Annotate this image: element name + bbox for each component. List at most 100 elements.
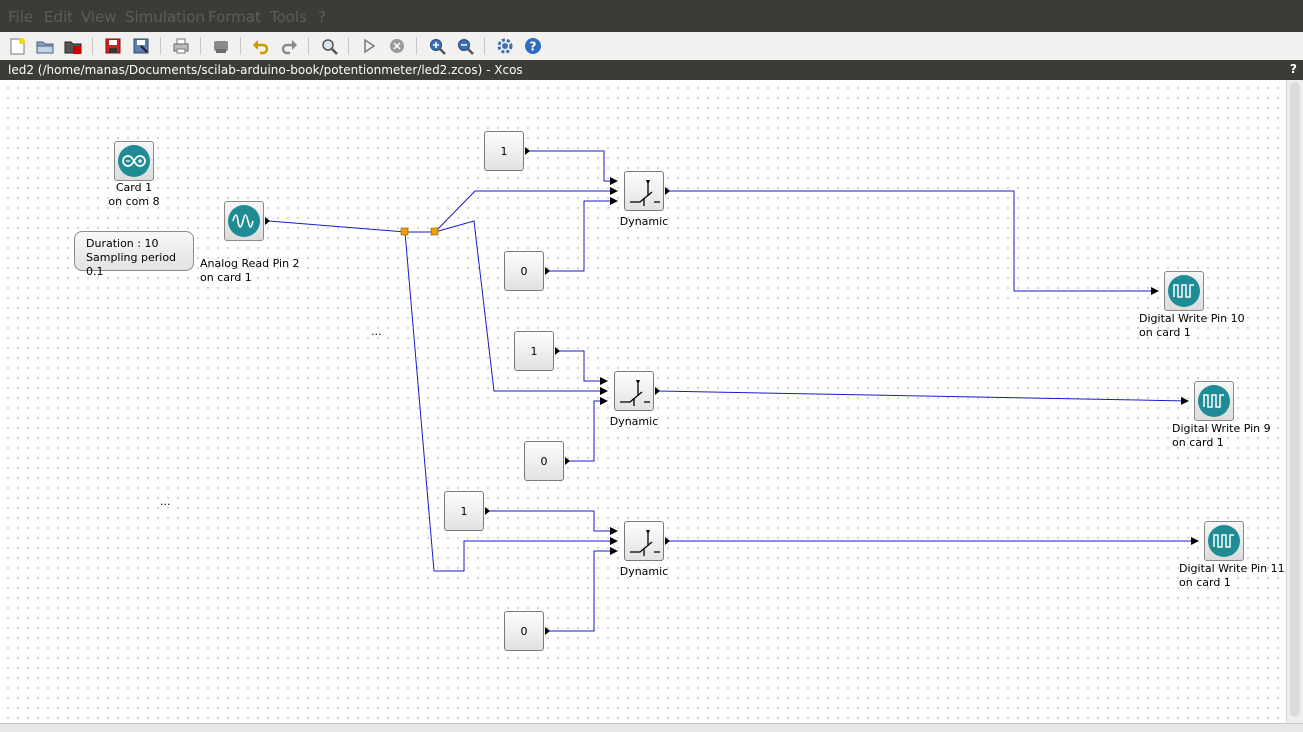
dw11-label-line2: on card 1	[1179, 576, 1231, 589]
port-const2-out	[545, 267, 550, 275]
save-as-icon[interactable]	[130, 35, 152, 57]
digital-write-label-pin9: Digital Write Pin 9 on card 1	[1172, 422, 1271, 450]
digital-write-label-pin11: Digital Write Pin 11 on card 1	[1179, 562, 1285, 590]
digital-write-label-pin10: Digital Write Pin 10 on card 1	[1139, 312, 1245, 340]
digital-write-block-pin11[interactable]	[1204, 521, 1244, 561]
constant-block[interactable]: 0	[524, 441, 564, 481]
toolbar: ?	[0, 32, 1303, 61]
link-switch2-out	[658, 390, 1189, 405]
menu-simulation[interactable]: Simulation	[125, 8, 205, 26]
constant-block[interactable]: 1	[514, 331, 554, 371]
analog-read-block[interactable]	[224, 201, 264, 241]
open-in-scilab-icon[interactable]	[62, 35, 84, 57]
dw9-label-line2: on card 1	[1172, 436, 1224, 449]
zoom-out-icon[interactable]	[454, 35, 476, 57]
toolbar-separator	[92, 37, 93, 55]
dw9-label-line1: Digital Write Pin 9	[1172, 422, 1271, 435]
split-point-2	[430, 227, 439, 236]
duration-text: Duration : 10	[86, 237, 159, 250]
toolbar-separator	[308, 37, 309, 55]
switch-icon	[630, 180, 660, 206]
stop-simulation-icon[interactable]	[386, 35, 408, 57]
switch-icon	[620, 380, 650, 406]
print-icon[interactable]	[170, 35, 192, 57]
toolbar-separator	[160, 37, 161, 55]
constant-block[interactable]: 0	[504, 251, 544, 291]
link-switch3-in1	[489, 510, 618, 535]
switch-label: Dynamic	[619, 215, 669, 228]
switch-icon	[630, 530, 660, 556]
switch-label: Dynamic	[619, 565, 669, 578]
ellipsis-label: ...	[371, 325, 382, 338]
menu-format[interactable]: Format	[208, 8, 261, 26]
analog-wave-icon	[228, 205, 260, 237]
window-title: led2 (/home/manas/Documents/scilab-ardui…	[8, 63, 523, 77]
diagram-canvas[interactable]: Card 1 on com 8 Duration : 10 Sampling p…	[0, 80, 1303, 723]
constant-block[interactable]: 1	[444, 491, 484, 531]
port-const6-out	[545, 627, 550, 635]
redo-icon[interactable]	[278, 35, 300, 57]
digital-pulse-icon	[1168, 275, 1200, 307]
port-const4-out	[565, 457, 570, 465]
zoom-in-icon[interactable]	[426, 35, 448, 57]
link-layer	[265, 147, 1199, 635]
vertical-scrollbar[interactable]	[1286, 80, 1303, 723]
port-analog-out	[265, 217, 270, 225]
analog-label-line1: Analog Read Pin 2	[200, 257, 300, 270]
card-label-line2: on com 8	[108, 195, 160, 208]
link-switch1-out	[669, 190, 1159, 295]
arduino-logo-icon	[118, 145, 150, 177]
save-icon[interactable]	[102, 35, 124, 57]
port-switch3-out	[665, 537, 670, 545]
link-switch2-in3	[569, 397, 608, 462]
dw10-label-line1: Digital Write Pin 10	[1139, 312, 1245, 325]
arduino-card-block[interactable]	[114, 141, 154, 181]
menu-help[interactable]: ?	[318, 8, 326, 26]
horizontal-scrollbar[interactable]	[0, 723, 1303, 732]
ellipsis-label: ...	[160, 495, 171, 508]
start-simulation-icon[interactable]	[358, 35, 380, 57]
window-title-bar: led2 (/home/manas/Documents/scilab-ardui…	[0, 60, 1303, 80]
constant-block[interactable]: 1	[484, 131, 524, 171]
port-switch2-out	[655, 387, 660, 395]
new-document-icon[interactable]	[6, 35, 28, 57]
port-switch1-out	[665, 187, 670, 195]
link-switch2-in2	[434, 220, 608, 395]
setup-icon[interactable]	[494, 35, 516, 57]
card-label-line1: Card 1	[115, 181, 153, 194]
constant-block[interactable]: 0	[504, 611, 544, 651]
menu-bar: File Edit View Simulation Format Tools ?	[0, 0, 1303, 32]
switch-block-2[interactable]	[614, 371, 654, 411]
help-icon[interactable]: ?	[522, 35, 544, 57]
undo-icon[interactable]	[250, 35, 272, 57]
switch-label: Dynamic	[609, 415, 659, 428]
menu-file[interactable]: File	[8, 8, 34, 26]
sampling-period-text: Sampling period 0.1	[86, 251, 177, 278]
zoom-fit-icon[interactable]	[318, 35, 340, 57]
toolbar-separator	[484, 37, 485, 55]
link-switch2-in1	[559, 350, 608, 385]
digital-write-block-pin10[interactable]	[1164, 271, 1204, 311]
menu-tools[interactable]: Tools	[270, 8, 307, 26]
digital-pulse-icon	[1208, 525, 1240, 557]
window-help-button[interactable]: ?	[1290, 62, 1297, 76]
menu-view[interactable]: View	[81, 8, 117, 26]
dw11-label-line1: Digital Write Pin 11	[1179, 562, 1285, 575]
simulation-params-block[interactable]: Duration : 10 Sampling period 0.1	[74, 231, 194, 278]
digital-write-block-pin9[interactable]	[1194, 381, 1234, 421]
switch-block-1[interactable]	[624, 171, 664, 211]
toolbar-separator	[200, 37, 201, 55]
port-const1-out	[525, 147, 530, 155]
open-folder-icon[interactable]	[34, 35, 56, 57]
port-const3-out	[555, 347, 560, 355]
link-switch3-in2	[404, 231, 618, 572]
arduino-card-label: Card 1 on com 8	[98, 181, 170, 209]
menu-edit[interactable]: Edit	[44, 8, 74, 26]
switch-block-3[interactable]	[624, 521, 664, 561]
scrollbar-thumb[interactable]	[1290, 82, 1300, 717]
link-switch1-in3	[549, 197, 618, 272]
delete-icon[interactable]	[210, 35, 232, 57]
analog-label-line2: on card 1	[200, 271, 252, 284]
link-analog-split	[268, 220, 435, 233]
link-switch1-in2	[434, 187, 618, 233]
